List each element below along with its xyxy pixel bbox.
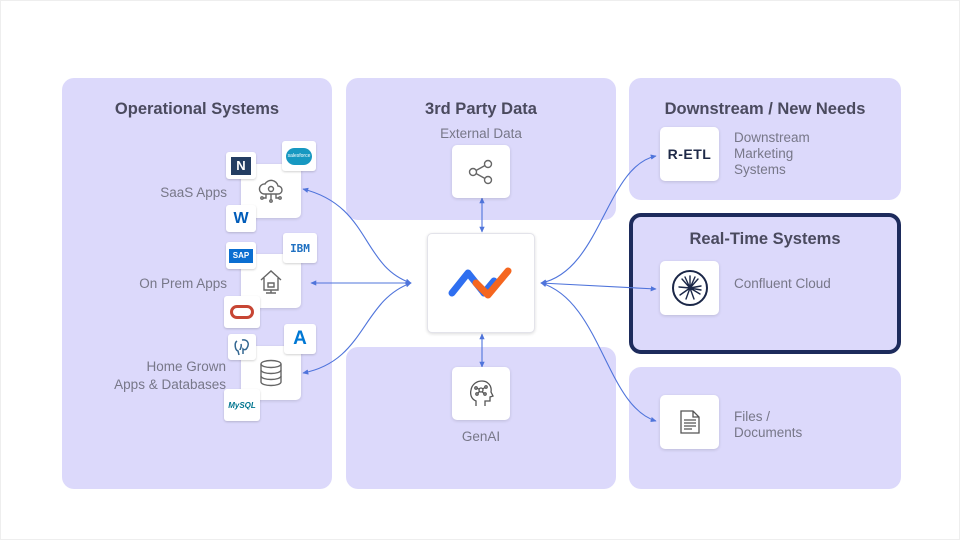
external-data-card [452,145,510,198]
workday-logo: W [226,205,256,232]
azure-mark: A [293,328,307,349]
sap-mark: SAP [229,248,253,263]
database-icon [260,359,282,387]
document-icon [679,410,700,434]
downstream-text-line1: Downstream [734,130,810,145]
sap-logo: SAP [226,242,256,269]
files-card [660,395,719,449]
files-text-line1: Files / [734,409,771,424]
panel-title: 3rd Party Data [425,100,537,118]
external-data-label: External Data [440,126,522,141]
oracle-mark [230,305,254,319]
elephant-icon [234,339,249,356]
mysql-mark: MySQL [228,400,256,410]
netsuite-mark: N [231,156,251,175]
share-nodes-icon [468,159,493,184]
home-grown-label-line2: Apps & Databases [114,377,226,392]
netsuite-logo: N [226,152,256,179]
postgresql-logo [228,334,256,360]
panel-title: Operational Systems [114,100,280,118]
central-hub-card [427,233,535,333]
home-grown-label-line1: Home Grown [146,359,226,374]
mysql-logo: MySQL [224,389,260,421]
house-icon [260,270,282,294]
panel-title: Downstream / New Needs [664,100,866,118]
cloud-gear-icon [258,179,283,203]
retl-card: R-ETL [660,127,719,181]
downstream-text-line2: Marketing [734,146,794,161]
zigzag-logo-icon [448,267,512,299]
workday-mark: W [233,209,249,227]
confluent-card [660,261,719,315]
ai-head-icon [470,379,494,406]
starburst-icon [671,270,708,306]
files-text-line2: Documents [734,425,803,440]
downstream-text-line3: Systems [734,162,786,177]
azure-logo: A [284,324,316,354]
retl-logo-text: R-ETL [667,146,712,162]
confluent-cloud-text: Confluent Cloud [734,276,831,291]
saas-apps-label: SaaS Apps [160,185,227,200]
ibm-logo: IBM [283,233,317,263]
salesforce-cloud: salesforce [286,147,312,165]
on-prem-apps-label: On Prem Apps [139,276,227,291]
oracle-logo [224,296,260,328]
panel-title: Real-Time Systems [689,230,841,248]
genai-card [452,367,510,420]
salesforce-logo: salesforce [282,141,316,171]
genai-label: GenAI [461,429,501,444]
ibm-mark: IBM [290,241,310,255]
